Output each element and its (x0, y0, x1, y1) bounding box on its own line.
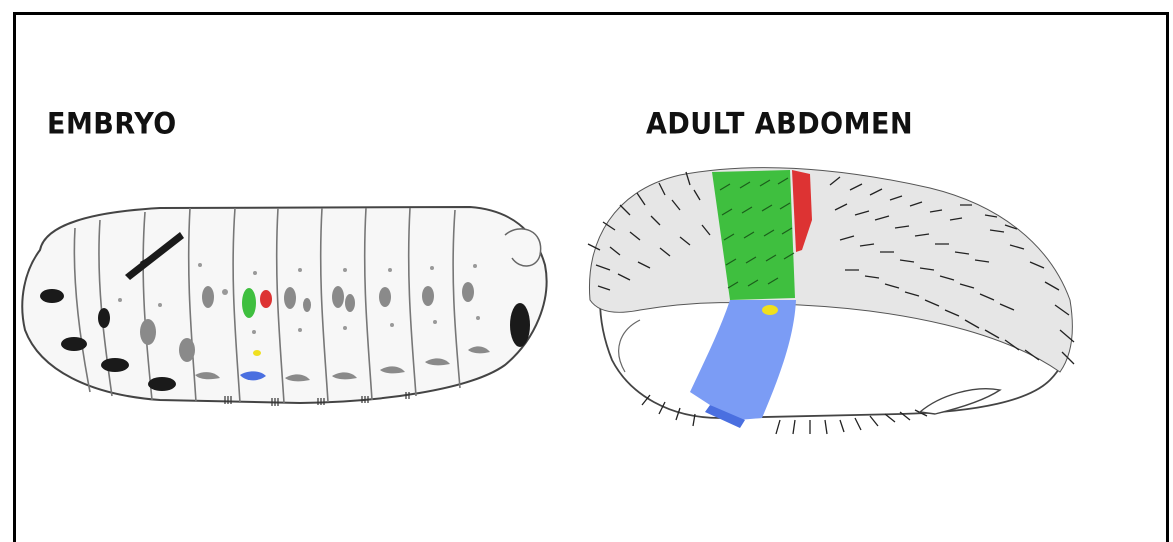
embryo-yellow-mark (253, 350, 261, 356)
illustration-canvas (0, 0, 1173, 526)
embryo-red-mark (260, 290, 272, 308)
embryo-green-mark (242, 288, 256, 318)
embryo-drawing (22, 207, 546, 406)
adult-abdomen-drawing (588, 168, 1074, 434)
abdomen-yellow-mark (762, 305, 778, 315)
